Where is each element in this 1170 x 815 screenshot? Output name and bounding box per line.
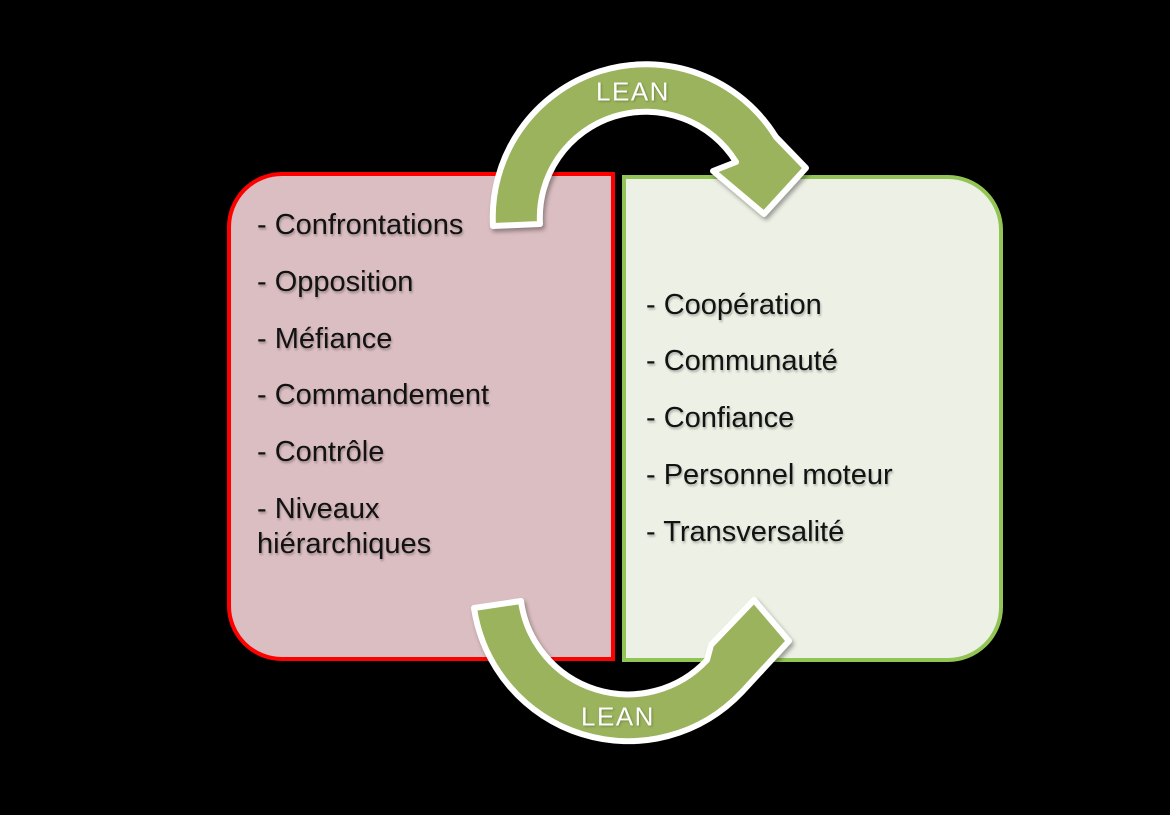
list-item: - Coopération (646, 288, 822, 321)
list-item: - Commandement (257, 379, 490, 412)
list-item: - Communauté (646, 345, 838, 378)
list-item: - Personnel moteur (646, 458, 893, 491)
list-item: - Contrôle (257, 436, 385, 469)
lean-culture-box: - Coopération - Communauté - Confiance -… (622, 175, 1003, 662)
list-item: - Confiance (646, 402, 795, 435)
traditional-management-box: - Confrontations - Opposition - Méfiance… (227, 172, 615, 661)
lean-label-bottom: LEAN (581, 701, 655, 732)
list-item: - Méfiance (257, 322, 393, 355)
list-item: - Confrontations (257, 209, 464, 241)
list-item: - Niveaux hiérarchiques (257, 492, 432, 560)
lean-label-top: LEAN (596, 76, 670, 107)
list-item: - Transversalité (646, 515, 845, 548)
list-item: - Opposition (257, 265, 414, 298)
